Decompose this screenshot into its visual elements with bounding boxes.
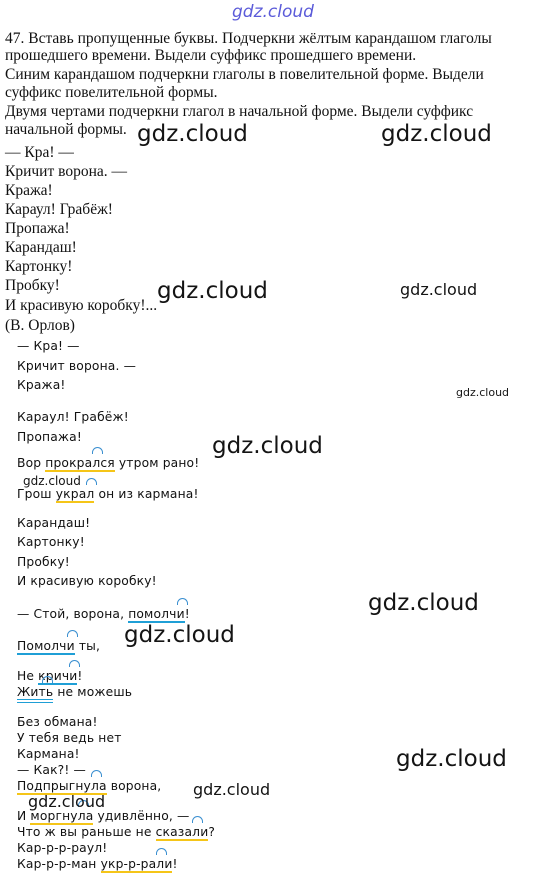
answer-line-skazali: Что ж вы раньше не сказали?	[17, 825, 216, 841]
watermark: gdz.cloud	[193, 780, 271, 799]
answer-line: Картонку!	[17, 535, 85, 549]
answer-line: Кричит ворона. —	[17, 359, 137, 373]
answer-line: Без обмана!	[17, 715, 98, 729]
task-line-2: прошедшего времени. Выдели суффикс проше…	[5, 47, 417, 64]
poem-line: Картонку!	[5, 258, 73, 275]
watermark: gdz.cloud	[400, 280, 478, 299]
answer-line: Карандаш!	[17, 516, 91, 530]
task-line-3: Синим карандашом подчеркни глаголы в пов…	[5, 66, 484, 83]
verb-imperative-underlined: помолчи	[128, 607, 185, 623]
answer-line-podprygnula: Подпрыгнула ворона,	[17, 779, 162, 795]
suffix-mark: л	[92, 456, 101, 470]
poem-author: (В. Орлов)	[5, 317, 75, 334]
answer-line: И красивую коробку!	[17, 574, 157, 588]
watermark: gdz.cloud	[137, 121, 248, 147]
watermark: gdz.cloud	[212, 433, 323, 459]
task-line-6: начальной формы.	[5, 121, 127, 138]
poem-line: — Кра! —	[5, 144, 74, 161]
task-line-5: Двумя чертами подчеркни глагол в начальн…	[5, 103, 474, 120]
suffix-mark: и	[66, 639, 75, 653]
verb-infinitive-underlined: Жить	[17, 685, 54, 703]
suffix-mark: л	[90, 779, 99, 793]
watermark: gdz.cloud	[157, 278, 268, 304]
watermark: gdz.cloud	[124, 622, 235, 648]
verb-past-underlined: моргнула	[30, 809, 94, 825]
suffix-mark: л	[156, 857, 165, 871]
answer-line-stoy: — Стой, ворона, помолчи!	[17, 607, 190, 623]
answer-line-pomolchi: Помолчи ты,	[17, 639, 101, 655]
answer-line: — Кра! —	[17, 339, 80, 353]
verb-past-underlined: сказали	[155, 825, 209, 841]
answer-line: У тебя ведь нет	[17, 731, 122, 745]
watermark: gdz.cloud	[368, 590, 479, 616]
answer-line: Кармана!	[17, 747, 80, 761]
answer-line-ne-krichi: Не кричи!	[17, 669, 83, 685]
suffix-mark: л	[77, 809, 86, 823]
answer-line-vor: Вор прокрался утром рано!	[17, 456, 200, 472]
task-line-1: 47. Вставь пропущенные буквы. Подчеркни …	[5, 30, 492, 47]
answer-line-zhit: Жить не можешь	[17, 685, 132, 703]
watermark: gdz.cloud	[23, 474, 81, 488]
poem-line: Карандаш!	[5, 239, 77, 256]
task-line-4: суффикс повелительной формы.	[5, 84, 218, 101]
watermark: gdz.cloud	[28, 792, 106, 811]
answer-line: Караул! Грабёж!	[17, 410, 129, 424]
answer-line: Пропажа!	[17, 430, 82, 444]
answer-line: Кража!	[17, 378, 66, 392]
watermark: gdz.cloud	[381, 121, 492, 147]
poem-line: Кричит ворона. —	[5, 163, 128, 180]
suffix-mark: ть	[38, 685, 54, 699]
poem-line: И красивую коробку!...	[5, 297, 158, 314]
answer-line: — Как?! —	[17, 763, 86, 777]
suffix-mark: л	[86, 487, 95, 501]
verb-imperative-underlined: Помолчи	[17, 639, 75, 655]
answer-line-ukrali: Кар-р-р-ман укр-р-рали!	[17, 857, 178, 873]
answer-line-grosh: Грош украл он из кармана!	[17, 487, 199, 503]
suffix-mark: и	[176, 607, 185, 621]
watermark-top: gdz.cloud	[232, 2, 314, 22]
suffix-mark: и	[69, 669, 78, 683]
verb-past-underlined: прокрался	[45, 456, 115, 472]
watermark: gdz.cloud	[456, 386, 510, 399]
watermark: gdz.cloud	[396, 746, 507, 772]
answer-line-morgnula: И моргнула удивлённо, —	[17, 809, 190, 825]
answer-line: Пробку!	[17, 555, 70, 569]
suffix-mark: л	[192, 825, 201, 839]
verb-past-underlined: Подпрыгнула	[17, 779, 107, 795]
verb-past-underlined: укр-р-рали	[100, 857, 173, 873]
answer-line: Кар-р-р-раул!	[17, 841, 108, 855]
verb-past-underlined: украл	[55, 487, 95, 503]
poem-line: Кража!	[5, 182, 53, 199]
poem-line: Караул! Грабёж!	[5, 201, 113, 218]
poem-line: Пропажа!	[5, 220, 70, 237]
poem-line: Пробку!	[5, 277, 60, 294]
